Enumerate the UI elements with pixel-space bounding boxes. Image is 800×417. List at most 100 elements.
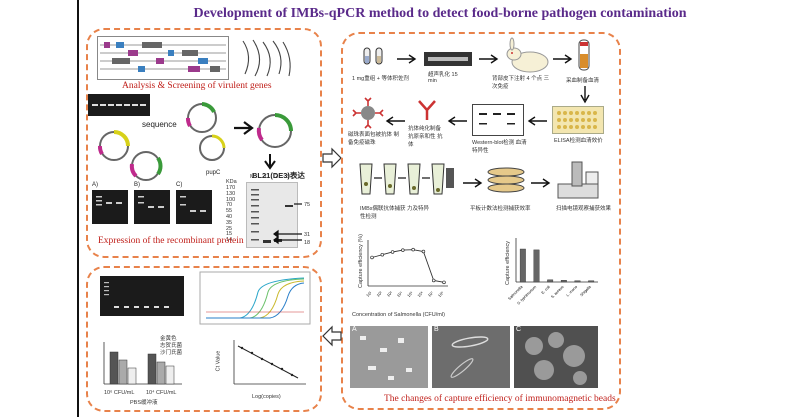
genome-map — [97, 36, 229, 80]
arrow-step-10 — [531, 178, 551, 188]
standard-curve-chart — [233, 340, 306, 385]
chart2-bar — [519, 248, 526, 283]
emulsion-image — [424, 52, 472, 66]
genome-map-graphic — [100, 42, 226, 72]
chart1-point — [421, 249, 426, 254]
page-title: Development of IMBs-qPCR method to detec… — [193, 6, 687, 21]
sem-image-b — [432, 326, 510, 388]
step-label-9: IMBs偶联抗体捕获 力及特异性检测 — [360, 206, 430, 220]
arrow-down-elisa — [580, 86, 590, 104]
bar-group-2: 10⁴ CFU/mL — [146, 390, 177, 396]
sds-marker: 14 — [226, 237, 233, 244]
step-label-3: 背部皮下注射 4 个点 三次免疫 — [492, 76, 550, 90]
gel-label-c: C) — [176, 182, 183, 188]
qpcr-gel-image — [100, 276, 184, 316]
protein-structure — [233, 36, 303, 80]
label-bl21: BL21(DE3)表达 — [252, 171, 305, 180]
magnetic-bead-icon — [352, 97, 384, 129]
chart2-bar — [547, 279, 554, 283]
caption-capture-efficiency: The changes of capture efficiency of imm… — [384, 394, 616, 404]
chart2-bar — [533, 249, 540, 283]
sds-marker: 25 — [226, 225, 233, 232]
arrow-right-to-left — [322, 325, 342, 347]
step-label-2: 超声乳化 15 min — [428, 72, 458, 84]
step-label-7: 抗体纯化制备 抗原亲和性 抗体 — [408, 126, 443, 148]
arrow-step-5 — [527, 116, 547, 126]
chart1-tick-label: 10⁸ — [437, 290, 445, 298]
panel-virulent-genes — [86, 28, 322, 258]
serum-tube-icon — [578, 39, 590, 71]
test-tubes-icon — [363, 47, 383, 65]
antibody-icon — [418, 100, 436, 120]
plasmid-diagram-4 — [199, 134, 226, 161]
sem-image-c — [514, 326, 598, 388]
pbs-bar-chart — [103, 342, 182, 385]
sds-marker: 170 — [226, 185, 236, 191]
step-label-11: 扫描电镜观察捕获效果 — [556, 206, 612, 212]
sds-marker: 35 — [226, 219, 233, 226]
arrow-step-9 — [463, 178, 483, 188]
sds-marker-list: 170 130 100 70 55 40 35 25 15 14 — [226, 185, 244, 244]
gel-image-1 — [88, 94, 150, 116]
sem-a-texture — [360, 336, 412, 380]
chart1-tick-label: 10⁵ — [406, 290, 414, 298]
emulsion-graphic — [428, 57, 468, 61]
chart1-point — [390, 250, 395, 254]
left-divider — [77, 0, 79, 417]
sem-b-texture — [450, 336, 489, 378]
sds-marker: 40 — [226, 213, 233, 220]
panel-immunomagnetic-beads — [341, 32, 621, 410]
arrow-step-2 — [479, 54, 499, 64]
bar-xlabel: PBS缓冲液 — [130, 400, 158, 406]
sds-arrows — [273, 203, 302, 245]
chart2-tick-label: S. aureus — [550, 285, 564, 299]
sds-right-75: 75 — [304, 202, 311, 208]
legend-item: 沙门氏菌 — [160, 350, 183, 356]
capture-process-tubes — [359, 163, 454, 195]
caption-analysis: Analysis & Screening of virulent genes — [122, 81, 272, 91]
arrow-step-1 — [397, 54, 417, 64]
chart1-tick-label: 10³ — [386, 290, 394, 298]
chart1-point — [380, 252, 385, 257]
arrow-step-7 — [385, 116, 405, 126]
gel-bands-c — [180, 196, 206, 212]
gel-bands-1 — [92, 104, 146, 106]
sds-lane-1: 1 — [264, 174, 268, 180]
sds-lane-m: M — [250, 174, 255, 180]
bar-legend: 金黄色 志贺氏菌 沙门氏菌 — [160, 336, 182, 357]
sds-marker: 100 — [226, 196, 236, 203]
rabbit-icon — [506, 37, 549, 73]
legend-item: 志贺氏菌 — [160, 343, 183, 349]
caption-expression: Expression of the recombinant protein — [98, 236, 244, 246]
chart1-tick-label: 10² — [375, 290, 383, 298]
western-blot-bands — [479, 113, 515, 125]
gel-image-c — [176, 190, 212, 224]
label-sequence: sequence — [142, 120, 177, 129]
gel-bands-b — [138, 196, 164, 208]
step-label-6: Western-blot检测 血清特异性 — [472, 140, 527, 154]
chart2-tick-label: E. coli — [541, 285, 551, 295]
sds-right-18: 18 — [304, 240, 311, 246]
chart2-tick-label: L. mono — [566, 285, 579, 298]
arrow-to-expression — [234, 121, 254, 135]
gel-bands-a — [96, 196, 122, 206]
chart1-point — [370, 255, 374, 260]
sem-label-a: A — [352, 326, 357, 333]
sds-lane-3: 3 — [286, 174, 290, 180]
legend-item: 金黄色 — [160, 336, 177, 342]
elisa-wells — [557, 111, 597, 129]
label-plasmid: pupC — [206, 170, 221, 176]
chart2-ylabel: Capture efficiency — [504, 241, 511, 285]
chart2-bar — [560, 280, 567, 283]
amplification-curves — [199, 271, 311, 325]
sds-kda-label: KDa — [226, 179, 237, 185]
std-xlabel: Log(copies) — [252, 394, 281, 400]
chart1-series-line — [371, 249, 445, 283]
arrow-step-3 — [553, 54, 573, 64]
chart1-xlabel: Concentration of Salmonella (CFU/ml) — [352, 312, 445, 318]
gel-image-b — [134, 190, 170, 224]
plasmid-diagram-1 — [97, 130, 130, 161]
std-ylabel: Ct Value — [215, 350, 222, 372]
step-label-4: 采血制备血清 — [566, 78, 600, 84]
